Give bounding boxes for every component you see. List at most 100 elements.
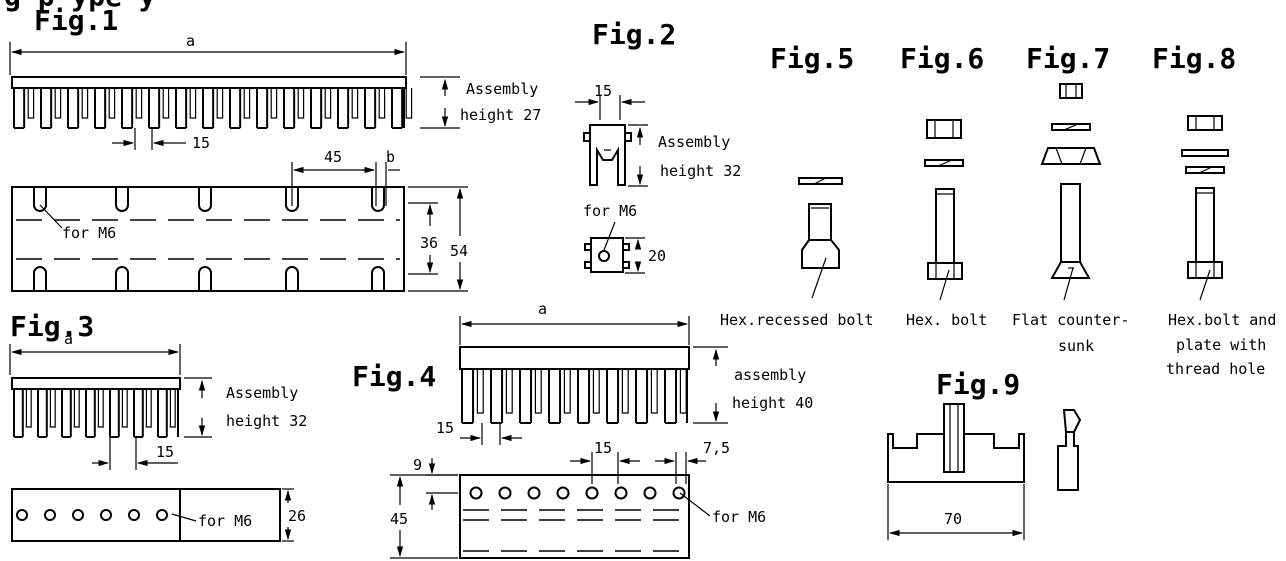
comb-spring	[81, 88, 89, 119]
comb-tooth	[577, 369, 591, 424]
fig8-title: Fig.8	[1152, 42, 1236, 75]
comb-spring	[351, 88, 359, 119]
comb-spring	[73, 389, 80, 428]
hole	[469, 486, 483, 500]
fig1-dim-45: 45	[324, 148, 342, 166]
fig3-for-m6: for M6	[198, 512, 252, 530]
fig3-pitch: 15	[156, 443, 174, 461]
comb-tooth	[61, 389, 72, 438]
comb-tooth	[519, 369, 533, 424]
comb-spring	[121, 389, 128, 428]
fig4-title: Fig.4	[352, 360, 436, 393]
fig4-holes	[469, 486, 686, 500]
comb-spring	[135, 88, 143, 119]
comb-tooth	[13, 389, 24, 438]
fig9-clip-tab	[943, 403, 965, 473]
comb-tooth	[94, 88, 107, 129]
fig9-dim-70: 70	[944, 510, 962, 528]
comb-tooth	[13, 88, 26, 129]
fig2-dim-20: 20	[648, 247, 666, 265]
fig7-countersunk-washer	[1040, 147, 1102, 165]
fig4-assembly-line1: assembly	[734, 366, 806, 384]
slot-top	[115, 187, 129, 212]
slot-bottom	[115, 266, 129, 291]
fig5-title: Fig.5	[770, 42, 854, 75]
comb-tooth	[37, 389, 48, 438]
comb-tooth	[157, 389, 168, 438]
comb-tooth	[67, 88, 80, 129]
fig9-title: Fig.9	[936, 368, 1020, 401]
hole	[585, 486, 599, 500]
fig1-dim-36: 36	[420, 234, 438, 252]
fig4-dim-45: 45	[390, 510, 408, 528]
comb-spring	[216, 88, 224, 119]
fig3-comb-teeth	[13, 389, 179, 438]
fig7-bolt-shank	[1060, 183, 1081, 263]
header-fragment: g p ype y	[4, 0, 156, 13]
fig2-assembly-line2: height 32	[660, 162, 741, 180]
hole	[128, 509, 140, 521]
fig1-for-m6: for M6	[62, 224, 116, 242]
fig2-for-m6: for M6	[583, 202, 637, 220]
fig6-washer	[924, 159, 964, 167]
comb-spring	[54, 88, 62, 119]
fig5: Fig.5 Hex.recessed bolt	[720, 42, 874, 329]
fig1-title: Fig.1	[34, 4, 118, 37]
fig3-comb-top	[11, 377, 181, 390]
comb-spring	[145, 389, 152, 428]
fig6-title: Fig.6	[900, 42, 984, 75]
fig1-dim-a: a	[186, 32, 195, 50]
fig1-comb-teeth	[13, 88, 413, 129]
fig1-slots	[33, 187, 405, 291]
comb-spring	[476, 369, 484, 414]
comb-tooth	[256, 88, 269, 129]
comb-tooth	[40, 88, 53, 129]
fig3-plan	[11, 488, 281, 542]
hole	[100, 509, 112, 521]
comb-spring	[650, 369, 658, 414]
slot-bottom	[33, 266, 47, 291]
hole	[156, 509, 168, 521]
fig1-dim-b: b	[386, 148, 395, 166]
slot-bottom	[285, 266, 299, 291]
hole	[556, 486, 570, 500]
fig4-dim-9: 9	[413, 456, 422, 474]
fig1-dim-54: 54	[450, 242, 468, 260]
comb-tooth	[133, 389, 144, 438]
comb-tooth	[310, 88, 323, 129]
fig5-bolt-head	[801, 239, 840, 269]
fig7: Fig.7 Flat counter- sunk	[1012, 42, 1129, 355]
comb-tooth	[391, 88, 404, 129]
comb-spring	[592, 369, 600, 414]
fig3: Fig.3 a Assembly height 32 15 for M6 26	[9, 310, 307, 542]
comb-tooth	[121, 88, 134, 129]
comb-tooth	[606, 369, 620, 424]
fig4-dim-15: 15	[594, 439, 612, 457]
comb-spring	[563, 369, 571, 414]
hole	[614, 486, 628, 500]
comb-spring	[505, 369, 513, 414]
comb-spring	[243, 88, 251, 119]
fig8-nut	[1187, 115, 1223, 131]
comb-tooth	[635, 369, 649, 424]
hole	[527, 486, 541, 500]
fig1-assembly-line1: Assembly	[466, 80, 538, 98]
fig8-caption-line1: Hex.bolt and	[1168, 311, 1276, 329]
comb-spring	[25, 389, 32, 428]
fig8-caption-line2: plate with	[1176, 336, 1266, 354]
fig4-dim-7-5: 7,5	[703, 439, 730, 457]
hole	[16, 509, 28, 521]
fig8-caption-line3: thread hole	[1166, 360, 1265, 378]
fig4-plan	[459, 474, 690, 559]
fig6-caption: Hex. bolt	[906, 311, 987, 329]
comb-tooth	[175, 88, 188, 129]
comb-tooth	[461, 369, 475, 424]
slot-top	[198, 187, 212, 212]
hole	[44, 509, 56, 521]
comb-spring	[27, 88, 35, 119]
fig6-nut	[926, 119, 962, 139]
fig7-caption-line1: Flat counter-	[1012, 311, 1129, 329]
comb-tooth	[85, 389, 96, 438]
comb-spring	[378, 88, 386, 119]
fig3-holes	[16, 509, 168, 521]
